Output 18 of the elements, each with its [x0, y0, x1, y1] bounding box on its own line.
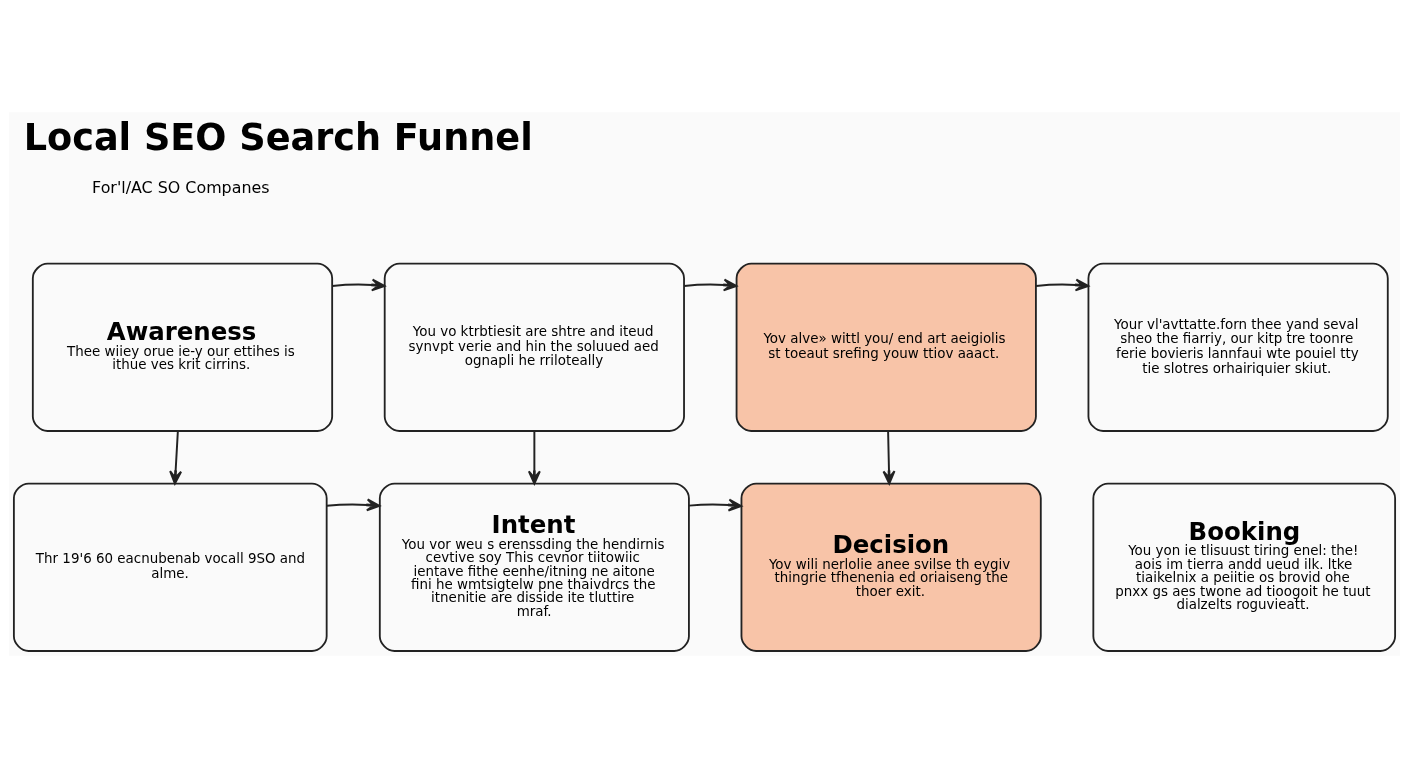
label: For'l/AC SO Companes	[91, 178, 270, 198]
node-box: Awareness Thee wiiey orue ie-y our ettihes is ithue ves krit cirrins.	[31, 262, 333, 432]
node-box: Intent You vor weu s erenssding the hendirnis cevtive soy This cevnor tiitowiic ientave fithe eenhe/itning ne aitone fini he wmtsigtelw pne thaivdrcs the itnenitie are disside ite tluttire mraf.	[378, 482, 690, 652]
arrow	[168, 430, 182, 485]
node-box: Decision Yov wili nerlolie anee svilse th eygiv thingrie tfhenenia ed oriaiseng the thoer exit.	[740, 482, 1042, 652]
arrow	[682, 278, 737, 292]
diagram-title: Local SEO Search Funnel	[23, 116, 533, 160]
arrow	[882, 430, 895, 485]
arrow	[330, 278, 385, 292]
node-box: Thr 19'6 60 eacnubenab vocall 9SO and alme.	[12, 482, 328, 652]
arrow	[325, 498, 380, 512]
node-box: Yov alve» wittl you/ end art aeigiolis st toeaut srefing youw ttiov aaact.	[735, 262, 1037, 432]
node-box: Booking You yon ie tlisuust tiring enel: the! aois im tierra andd ueud ilk. ltke tiaikelnix a peiitie os brovid ohe pnxx gs aes twone ad tioogoit he tuut dialzelts roguvieatt.	[1091, 482, 1396, 652]
arrow	[687, 498, 742, 512]
arrow	[1034, 278, 1089, 292]
node-box: Your vl'avttatte.forn thee yand seval sheo the fiarriy, our kitp tre toonre ferie bovieris lannfaui wte pouiel tty tie slotres orhairiquier skiut.	[1087, 262, 1389, 432]
arrow	[527, 430, 541, 485]
node-box: You vo ktrbtiesit are shtre and iteud synvpt verie and hin the soluued aed ognapli he rriloteally	[383, 262, 685, 432]
